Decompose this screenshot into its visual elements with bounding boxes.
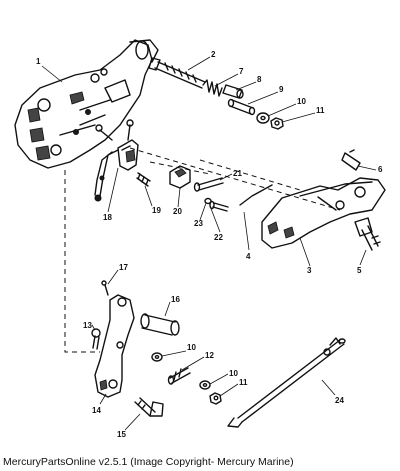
assembly-line-vertical [64, 170, 100, 353]
callout-7: 7 [239, 67, 244, 76]
callout-15: 15 [117, 430, 126, 439]
washer-mid [151, 352, 163, 362]
callout-19: 19 [152, 206, 161, 215]
callout-16: 16 [171, 295, 180, 304]
callout-24: 24 [335, 396, 344, 405]
callout-11-bottom: 11 [239, 378, 248, 387]
nut-top [270, 117, 284, 130]
small-bolt-13 [91, 328, 101, 350]
washer-top [256, 112, 270, 124]
callout-17: 17 [119, 263, 128, 272]
assembly-line-clamp [149, 161, 211, 175]
shoulder-bolt [354, 217, 381, 251]
callout-10-bottom: 10 [229, 369, 238, 378]
callout-14: 14 [92, 406, 101, 415]
callout-10-mid: 10 [187, 343, 196, 352]
spring-wire [239, 184, 273, 206]
callout-4: 4 [246, 252, 251, 261]
leader-lines [41, 56, 377, 431]
callout-13: 13 [83, 321, 92, 330]
callout-23: 23 [194, 219, 203, 228]
callout-18: 18 [103, 213, 112, 222]
callout-21: 21 [233, 169, 242, 178]
bushing [222, 84, 244, 99]
assembly-line-lever [129, 147, 341, 211]
cotter-pin [341, 149, 361, 171]
screw-22-washer-23 [204, 197, 229, 212]
clamp-block [169, 165, 191, 189]
large-pin [140, 313, 180, 336]
lever-bracket [261, 177, 386, 249]
callout-9: 9 [279, 85, 284, 94]
callout-8: 8 [257, 75, 262, 84]
callout-3: 3 [307, 266, 312, 275]
pin [227, 98, 256, 116]
callout-5: 5 [357, 266, 362, 275]
spring [202, 79, 223, 97]
copyright-footer: MercuryPartsOnline v2.5.1 (Image Copyrig… [3, 456, 294, 468]
nut-bottom [209, 392, 222, 405]
washer-bottom [199, 380, 211, 390]
callout-6: 6 [378, 165, 383, 174]
wire-harness-bracket [94, 119, 139, 202]
callout-12: 12 [205, 351, 214, 360]
shift-lever [94, 294, 135, 398]
main-bracket [14, 39, 159, 169]
screw-19 [136, 172, 151, 187]
long-bolt [148, 57, 206, 89]
callout-11-top: 11 [316, 106, 325, 115]
callout-10-top: 10 [297, 97, 306, 106]
callout-22: 22 [214, 233, 223, 242]
callout-1: 1 [36, 57, 41, 66]
callout-20: 20 [173, 207, 182, 216]
screw-21 [193, 177, 224, 192]
small-pin [101, 280, 109, 296]
shift-shaft [227, 337, 346, 428]
bolt-15 [134, 397, 164, 417]
stud [167, 367, 191, 385]
callout-2: 2 [211, 50, 216, 59]
